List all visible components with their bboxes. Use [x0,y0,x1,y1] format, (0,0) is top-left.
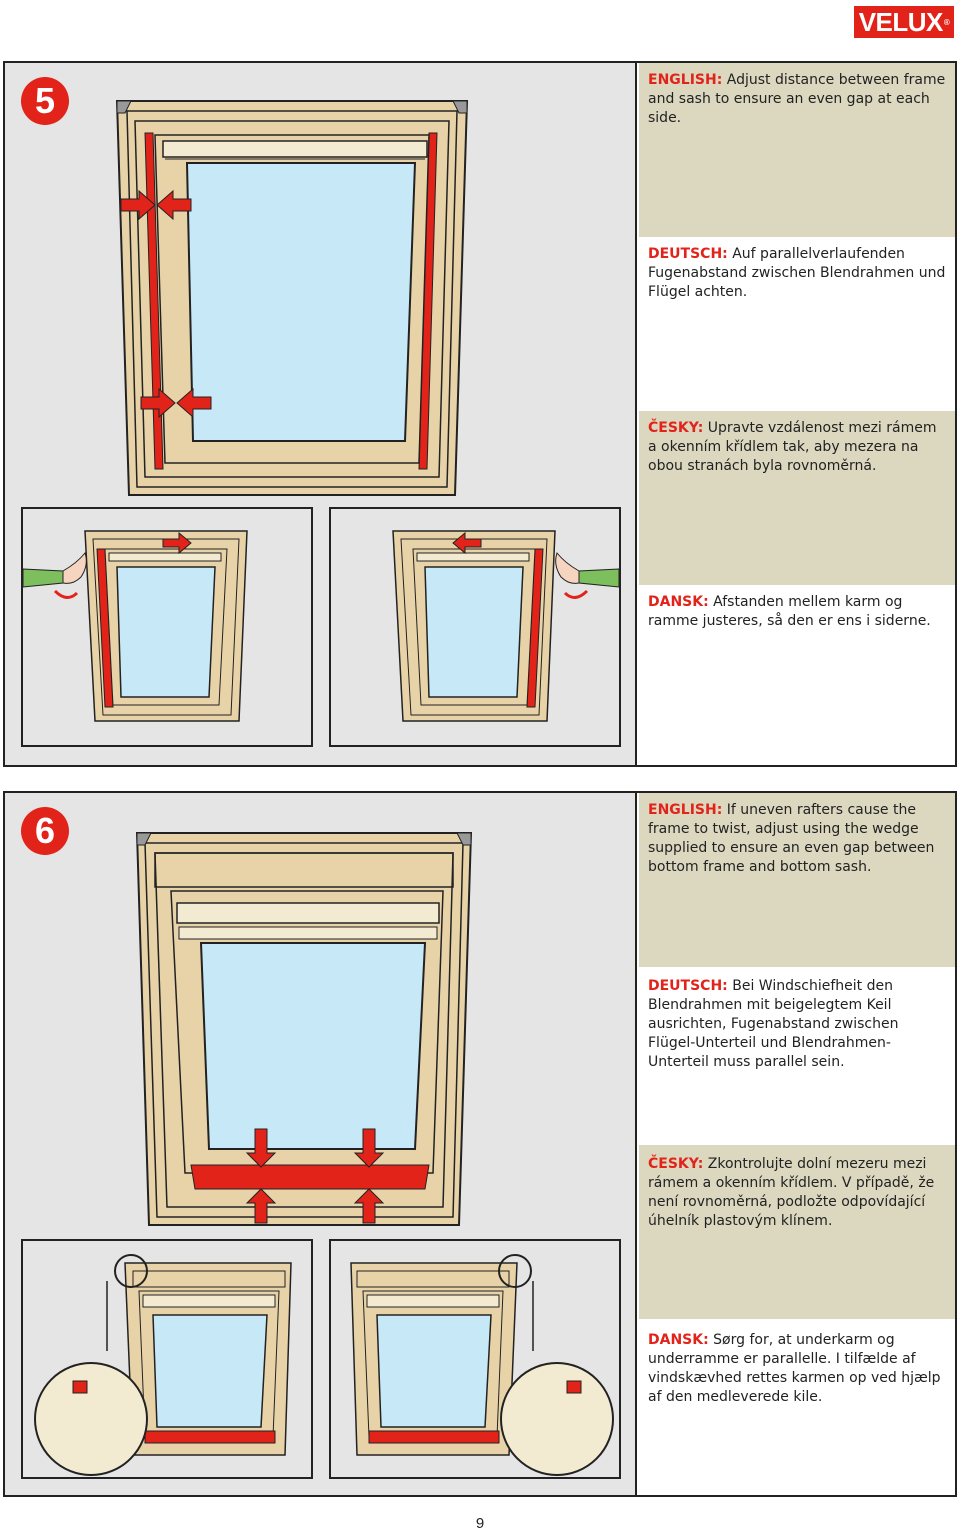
lang-label: ENGLISH: [648,72,723,88]
instruction-text: Upravte vzdálenost mezi rámem a okenním … [648,420,937,474]
step-6-cesky-text: ČESKY: Zkontrolujte dolní mezeru mezi rá… [648,1155,948,1231]
step-5-deutsch-text: DEUTSCH: Auf parallelverlaufenden Fugena… [648,245,948,302]
page-number: 9 [475,1515,485,1532]
step-6-illustration: 6 [5,793,637,1495]
instruction-text: Afstanden mellem karm og ramme justeres,… [648,594,931,629]
step-5-cesky-text: ČESKY: Upravte vzdálenost mezi rámem a o… [648,419,948,476]
instruction-text: Bei Windschiefheit den Blendrahmen mit b… [648,978,899,1070]
step-6-english-text: ENGLISH: If uneven rafters cause the fra… [648,801,948,877]
step-5-text-column: ENGLISH: Adjust distance between frame a… [639,63,955,765]
lang-label: ČESKY: [648,420,704,436]
velux-logo: VELUX® [854,6,954,38]
logo-text: VELUX [858,6,944,37]
step-6-left-window-drawing [34,1254,292,1476]
lang-label: DEUTSCH: [648,246,728,262]
step-6-text-column: ENGLISH: If uneven rafters cause the fra… [639,793,955,1495]
lang-label: DANSK: [648,594,709,610]
lang-label: ČESKY: [648,1156,704,1172]
instruction-text: Adjust distance between frame and sash t… [648,72,946,126]
step-6-subpanel-right [329,1239,621,1479]
step-6-subpanel-left [21,1239,313,1479]
step-5-right-window-drawing [392,530,619,722]
step-5-dansk-text: DANSK: Afstanden mellem karm og ramme ju… [648,593,948,631]
step-6-dansk-text: DANSK: Sørg for, at underkarm og underra… [648,1331,948,1407]
step-6-section: 6 [3,791,957,1497]
step-6-band-cesky [639,1145,955,1319]
lang-label: ENGLISH: [648,802,723,818]
step-5-band-cesky [639,411,955,585]
step-5-left-window-drawing [23,530,248,722]
step-5-badge: 5 [21,77,69,125]
instruction-text: Auf parallelverlaufenden Fugenabstand zw… [648,246,946,300]
step-5-subpanel-right [329,507,621,747]
lang-label: DEUTSCH: [648,978,728,994]
step-5-subpanel-left [21,507,313,747]
step-6-deutsch-text: DEUTSCH: Bei Windschiefheit den Blendrah… [648,977,948,1072]
step-5-window-drawing [115,100,469,496]
step-5-band-english [639,63,955,237]
step-6-badge: 6 [21,807,69,855]
step-6-band-english [639,793,955,967]
step-5-illustration: 5 [5,63,637,765]
lang-label: DANSK: [648,1332,709,1348]
logo-registered-mark: ® [943,17,950,27]
instruction-text: Sørg for, at underkarm og underramme er … [648,1332,941,1405]
instruction-text: Zkontrolujte dolní mezeru mezi rámem a o… [648,1156,935,1229]
step-5-english-text: ENGLISH: Adjust distance between frame a… [648,71,948,128]
step-5-section: 5 [3,61,957,767]
instruction-text: If uneven rafters cause the frame to twi… [648,802,935,875]
step-6-right-window-drawing [350,1254,614,1476]
step-6-window-drawing [135,832,473,1226]
